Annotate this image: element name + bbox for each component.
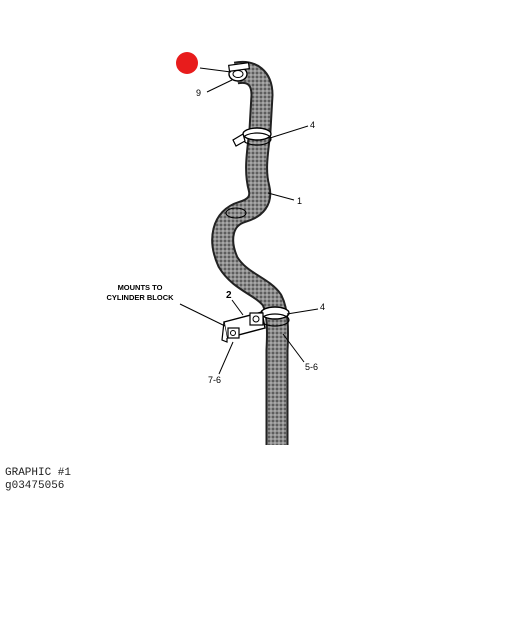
- callout-lower-clamp-bolts: 5-6: [305, 362, 318, 372]
- upper-clamp: [232, 127, 272, 147]
- leader-lines: [179, 67, 319, 375]
- mount-note-line1: MOUNTS TO: [118, 283, 163, 292]
- graphic-code: g03475056: [5, 480, 65, 492]
- callout-upper-clamp: 4: [310, 120, 315, 130]
- callout-bracket-bolts: 7-6: [208, 375, 221, 385]
- hose: [213, 62, 287, 445]
- callout-top-fitting: 9: [196, 88, 201, 98]
- callout-bracket: 2: [226, 290, 232, 301]
- top-fitting: [228, 61, 250, 82]
- mount-note-line2: CYLINDER BLOCK: [106, 293, 174, 302]
- red-highlight-marker: [176, 52, 198, 74]
- mounting-bracket: [221, 311, 266, 343]
- callout-hose: 1: [297, 196, 302, 206]
- callout-lower-clamp: 4: [320, 302, 325, 312]
- graphic-title: GRAPHIC #1: [5, 467, 72, 479]
- hose-band: [225, 207, 247, 219]
